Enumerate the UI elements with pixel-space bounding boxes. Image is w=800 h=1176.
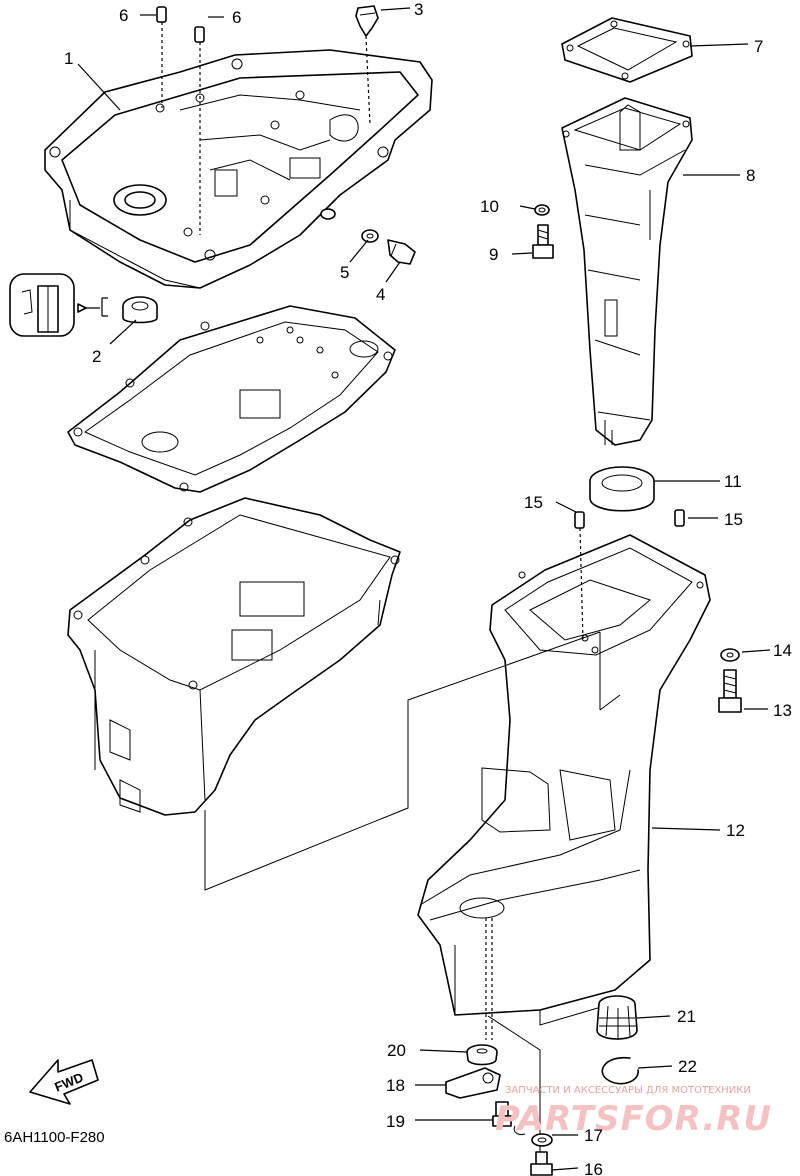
callout-20: 20 [387,1041,406,1060]
grommet-part-20 [466,1044,498,1066]
dowel-pin-part-6b [194,26,205,235]
callout-21: 21 [677,1007,696,1026]
gasket [67,305,396,493]
callout-14: 14 [773,641,792,660]
callout-18: 18 [386,1076,405,1095]
callout-1: 1 [64,49,73,68]
callout-4: 4 [376,285,385,304]
dowel-pin-part-6a [156,6,167,108]
screw-part-19 [492,1101,512,1127]
dowel-pin-part-15b [674,509,685,527]
callout-17: 17 [584,1126,603,1145]
drain-plug-part-3 [355,5,379,126]
callout-12: 12 [726,821,745,840]
callout-8: 8 [746,166,755,185]
connector-line-bottom [487,1015,541,1160]
washer-part-17 [531,1133,553,1147]
callout-9: 9 [489,245,498,264]
clip-part-22 [601,1056,639,1085]
grommet-part-21 [596,995,638,1040]
callout-16: 16 [584,1160,603,1176]
callout-10: 10 [480,197,499,216]
bolt-part-13 [718,669,742,713]
upper-casing-part-1 [44,49,433,289]
callout-15b: 15 [724,510,743,529]
callout-7: 7 [754,37,763,56]
oil-pan [67,497,401,816]
exhaust-guide-part-8 [561,97,693,446]
callout-22: 22 [678,1057,697,1076]
callout-11: 11 [724,472,742,491]
gasket-part-7 [561,17,693,83]
washer-part-14 [720,648,740,662]
watermark-brand: PARTSFOR.RU [495,1099,772,1139]
callout-6a: 6 [119,6,128,25]
callout-2: 2 [92,347,101,366]
dowel-pin-part-15a [574,511,585,641]
seal-part-11 [589,466,655,512]
bolt-part-16 [530,1151,553,1176]
forward-arrow-icon: FWD [29,1059,99,1105]
drawing-code: 6AH1100-F280 [4,1129,105,1146]
callout-3: 3 [414,0,423,19]
small-ring [513,1125,526,1135]
watermark-subtitle: ЗАПЧАСТИ И АКСЕССУАРЫ ДЛЯ МОТОТЕХНИКИ [505,1085,751,1096]
leader-lines [77,7,771,1171]
bushing-detail-inset [9,273,108,337]
callout-6b: 6 [232,8,241,27]
connector-line-left [204,631,601,891]
washer-part-5 [361,229,379,243]
callout-13: 13 [773,701,792,720]
bolt-part-9 [532,224,554,259]
plug-seat [320,208,336,220]
bushing-part-2 [122,296,158,324]
upper-case-part-12 [417,534,711,1026]
callout-5: 5 [340,263,349,282]
plate-part-18 [445,1067,501,1099]
bolt-part-4 [387,239,416,265]
callout-15a: 15 [524,493,543,512]
washer-part-10 [534,204,550,216]
callout-19: 19 [386,1112,405,1131]
